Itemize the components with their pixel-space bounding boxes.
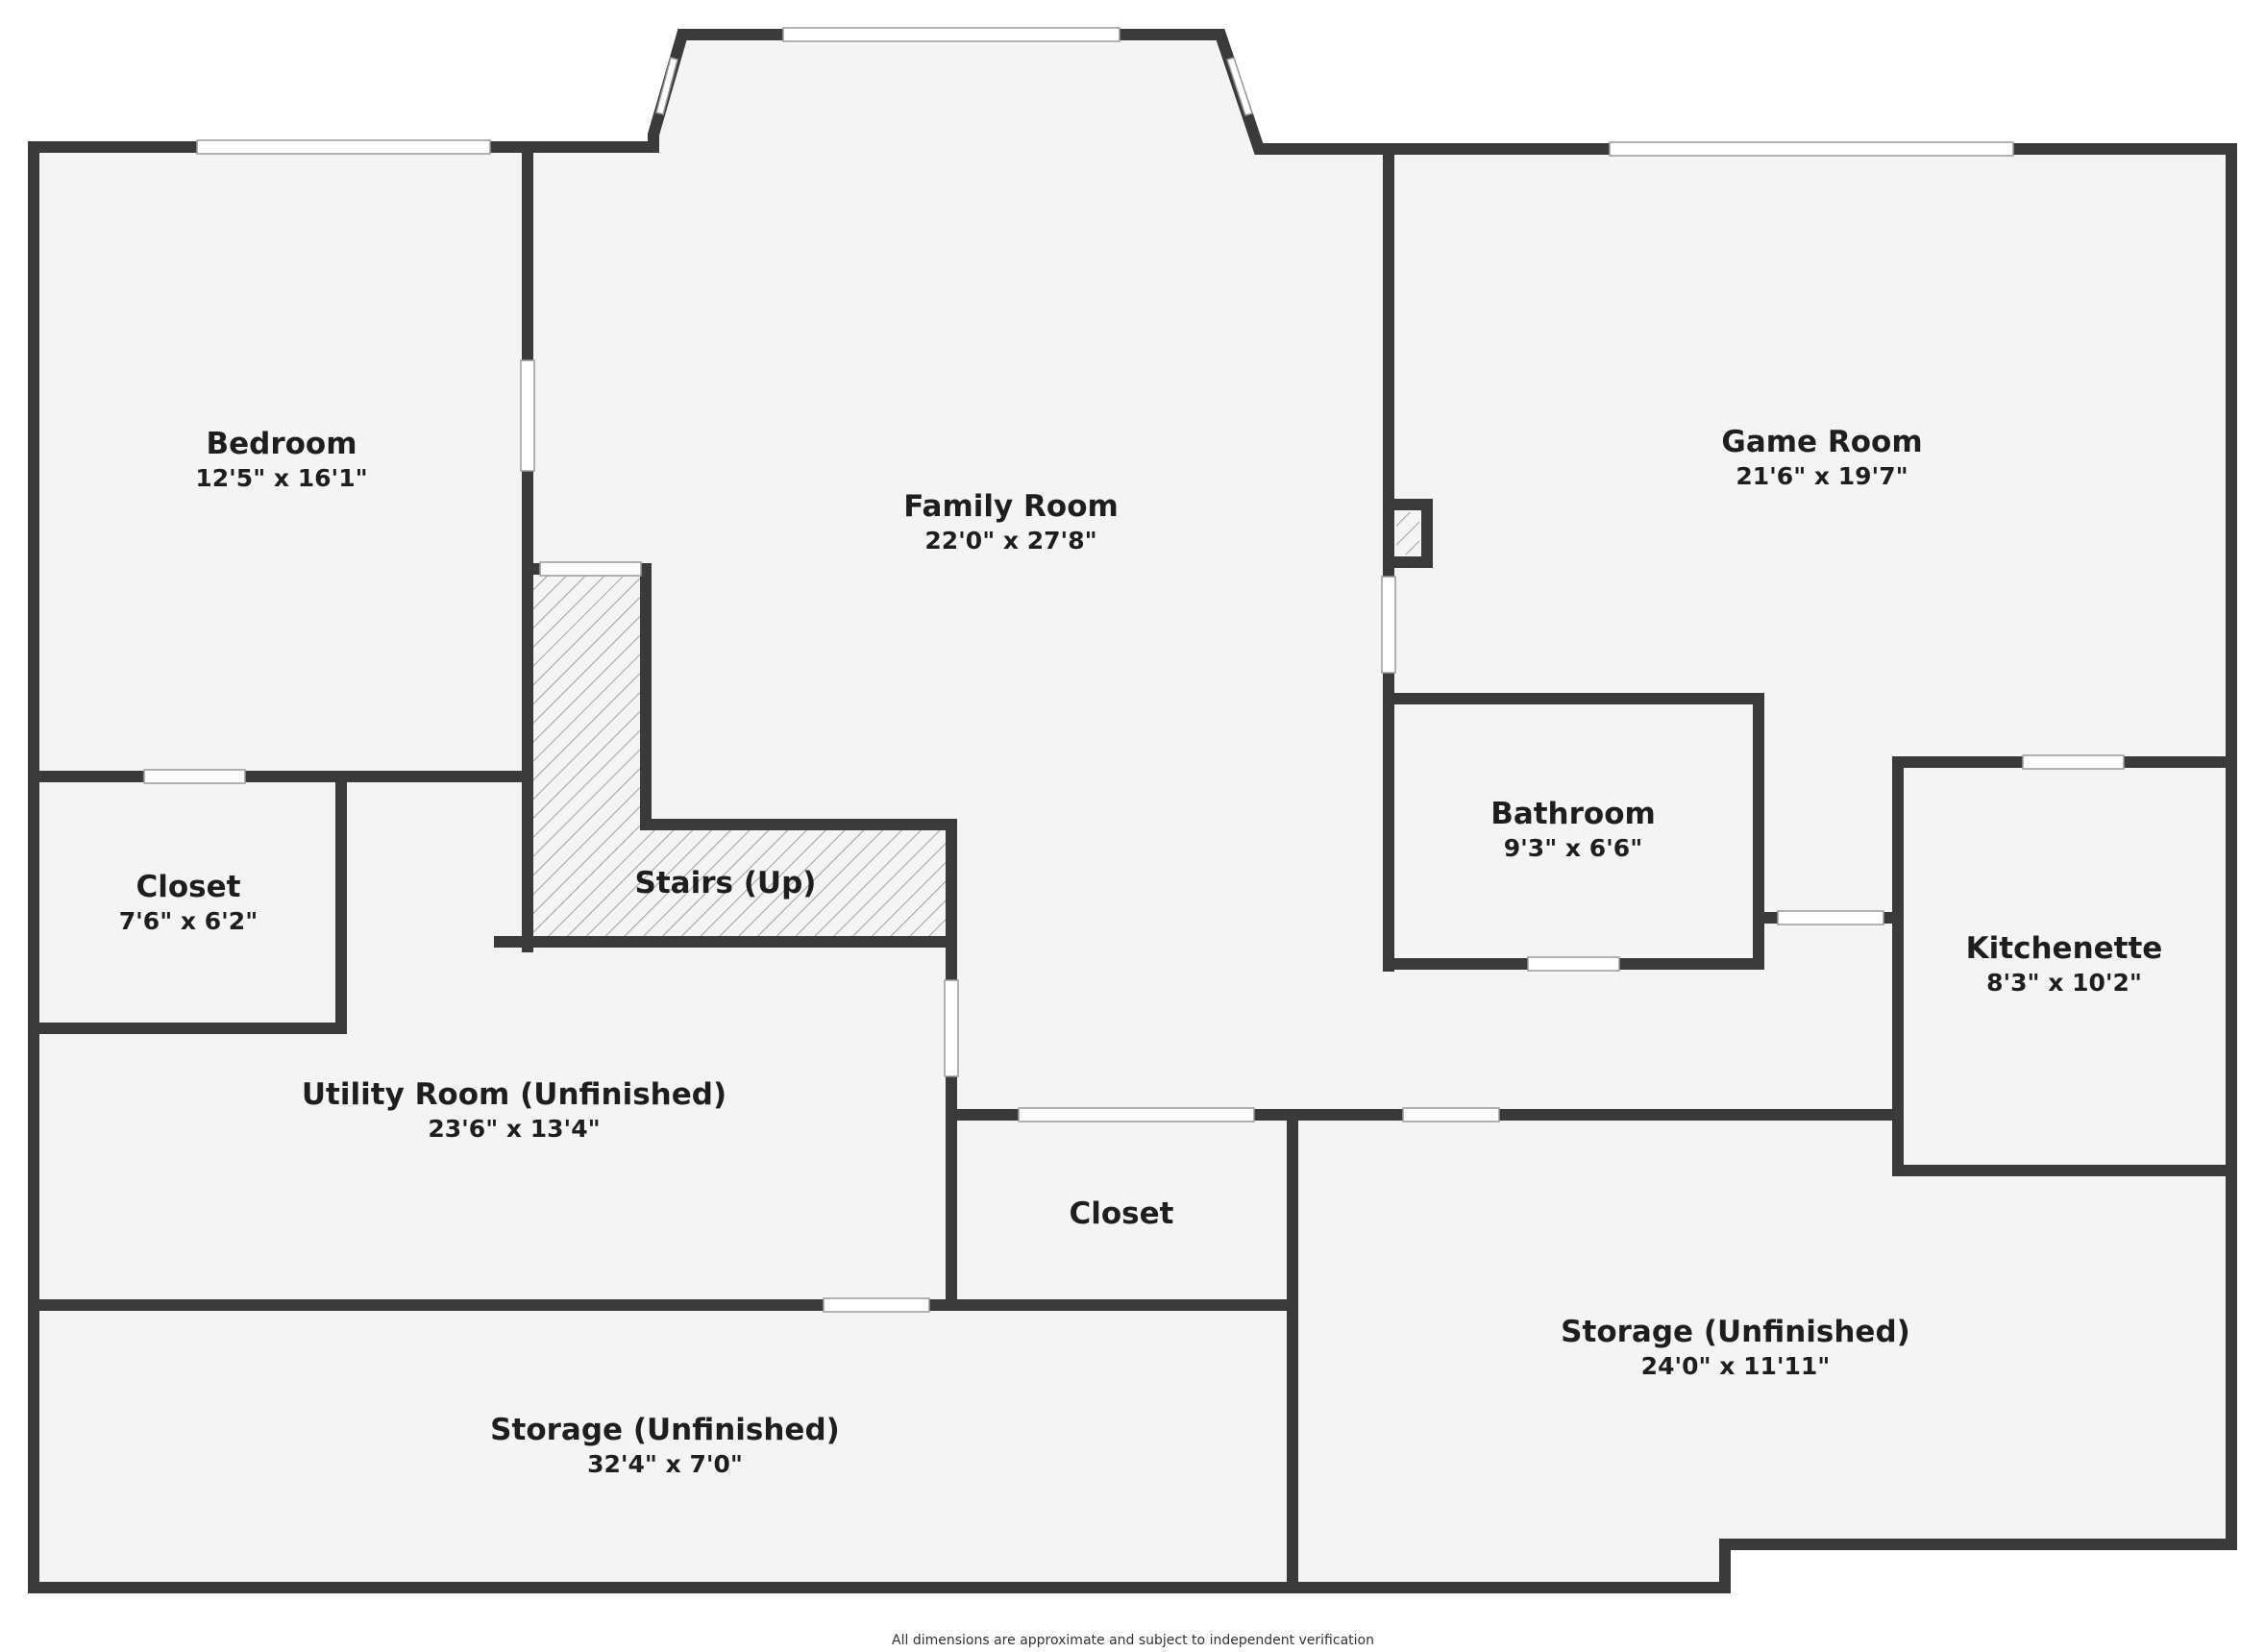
window-bay-left (655, 57, 678, 115)
fireplace-hatch (1396, 512, 1419, 555)
bay-windows (655, 57, 1253, 116)
openings (143, 27, 2125, 1313)
label-bedroom-name: Bedroom (206, 427, 357, 461)
room-labels: Bedroom 12'5" x 16'1" Closet 7'6" x 6'2"… (119, 425, 2163, 1478)
door-stairs (539, 561, 642, 577)
label-family-room-name: Family Room (903, 489, 1119, 524)
label-utility-room-dims: 23'6" x 13'4" (428, 1115, 600, 1143)
window-family-top (782, 27, 1120, 42)
stairs-hatch (533, 569, 951, 942)
door-kitchenette (2022, 754, 2125, 770)
label-kitchenette-name: Kitchenette (1966, 931, 2163, 966)
window-bay-right (1226, 57, 1253, 116)
door-center-closet (1018, 1107, 1255, 1122)
door-bathroom (1527, 956, 1620, 972)
label-storage-bottom-dims: 32'4" x 7'0" (587, 1450, 743, 1478)
label-closet-center-name: Closet (1070, 1196, 1174, 1231)
label-utility-room-name: Utility Room (Unfinished) (302, 1077, 726, 1112)
door-utility-family (944, 979, 959, 1077)
label-closet-left-name: Closet (136, 870, 241, 904)
window-bedroom (196, 139, 491, 155)
label-bedroom-dims: 12'5" x 16'1" (195, 464, 367, 492)
label-game-room-name: Game Room (1721, 425, 1922, 459)
label-storage-right-dims: 24'0" x 11'11" (1641, 1352, 1831, 1380)
door-bath-kitchen (1777, 910, 1884, 925)
floor-area (34, 35, 2231, 1588)
window-game-room (1609, 141, 2014, 157)
label-stairs-name: Stairs (Up) (635, 866, 817, 900)
door-bedroom-family (520, 359, 535, 472)
label-storage-right-name: Storage (Unfinished) (1561, 1315, 1910, 1349)
door-game-family (1381, 576, 1396, 674)
footer-disclaimer: All dimensions are approximate and subje… (892, 1633, 1374, 1648)
label-game-room-dims: 21'6" x 19'7" (1736, 462, 1908, 490)
label-storage-bottom-name: Storage (Unfinished) (490, 1413, 840, 1447)
label-kitchenette-dims: 8'3" x 10'2" (1986, 969, 2142, 997)
label-bathroom-dims: 9'3" x 6'6" (1504, 834, 1642, 862)
door-storage-bottom (823, 1297, 930, 1313)
label-family-room-dims: 22'0" x 27'8" (924, 527, 1096, 555)
door-bedroom-closet (143, 769, 246, 784)
label-closet-left-dims: 7'6" x 6'2" (119, 907, 258, 935)
door-storage-right (1402, 1107, 1500, 1122)
label-bathroom-name: Bathroom (1490, 797, 1656, 831)
